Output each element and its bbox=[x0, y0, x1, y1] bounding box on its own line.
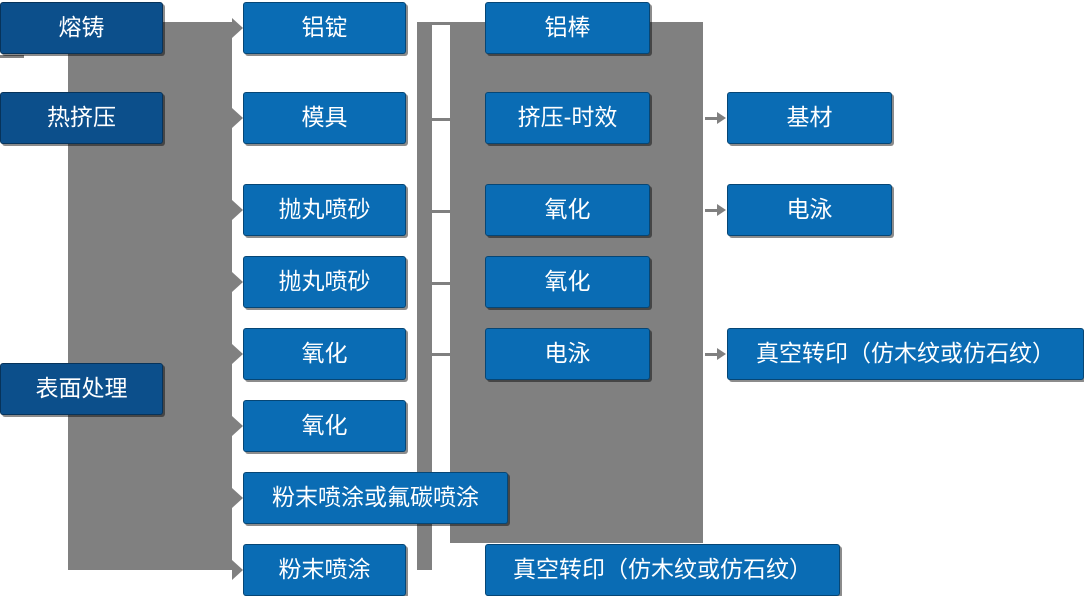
middle-narrow-connector-bar bbox=[417, 22, 432, 570]
left-arrow-7-icon bbox=[232, 560, 243, 580]
node-stage-column-1[interactable]: 热挤压 bbox=[0, 92, 163, 144]
node-process-column-7[interactable]: 粉末喷涂 bbox=[243, 544, 406, 596]
left-arrow-5-icon bbox=[232, 416, 243, 436]
node-stage-column-0[interactable]: 熔铸 bbox=[0, 2, 163, 54]
middle-stub-3 bbox=[432, 282, 450, 285]
node-output-column-2[interactable]: 真空转印（仿木纹或仿石纹） bbox=[727, 328, 1084, 380]
arrow-to-真空转印-icon bbox=[717, 348, 726, 360]
node-process-column-5[interactable]: 氧化 bbox=[243, 400, 406, 452]
middle-stub-2 bbox=[432, 210, 450, 213]
middle-stub-0 bbox=[432, 22, 450, 25]
node-process-column-1[interactable]: 模具 bbox=[243, 92, 406, 144]
left-arrow-4-icon bbox=[232, 344, 243, 364]
arrow-to-基材-tail bbox=[705, 117, 717, 120]
left-arrow-0-icon bbox=[232, 18, 243, 38]
node-process-column-6[interactable]: 粉末喷涂或氟碳喷涂 bbox=[243, 472, 508, 524]
node-treatment-column-2[interactable]: 氧化 bbox=[485, 184, 650, 236]
node-stage-column-2[interactable]: 表面处理 bbox=[0, 363, 163, 415]
node-treatment-column-3[interactable]: 氧化 bbox=[485, 256, 650, 308]
node-output-column-1[interactable]: 电泳 bbox=[727, 184, 892, 236]
middle-stub-1 bbox=[432, 118, 450, 121]
arrow-to-电泳-tail bbox=[705, 209, 717, 212]
left-arrow-6-icon bbox=[232, 488, 243, 508]
arrow-to-真空转印-tail bbox=[705, 353, 717, 356]
left-arrow-3-icon bbox=[232, 272, 243, 292]
node-treatment-column-5[interactable]: 真空转印（仿木纹或仿石纹） bbox=[485, 544, 840, 596]
middle-stub-4 bbox=[432, 353, 450, 356]
node-process-column-3[interactable]: 抛丸喷砂 bbox=[243, 256, 406, 308]
node-process-column-4[interactable]: 氧化 bbox=[243, 328, 406, 380]
surface-treatment-connector-stub bbox=[0, 55, 24, 58]
arrow-to-基材-icon bbox=[717, 112, 726, 124]
node-treatment-column-4[interactable]: 电泳 bbox=[485, 328, 650, 380]
node-process-column-0[interactable]: 铝锭 bbox=[243, 2, 406, 54]
left-arrow-1-icon bbox=[232, 108, 243, 128]
left-arrow-2-icon bbox=[232, 200, 243, 220]
node-treatment-column-1[interactable]: 挤压-时效 bbox=[485, 92, 650, 144]
node-process-column-2[interactable]: 抛丸喷砂 bbox=[243, 184, 406, 236]
arrow-to-电泳-icon bbox=[717, 204, 726, 216]
node-output-column-0[interactable]: 基材 bbox=[727, 92, 892, 144]
node-treatment-column-0[interactable]: 铝棒 bbox=[485, 2, 650, 54]
